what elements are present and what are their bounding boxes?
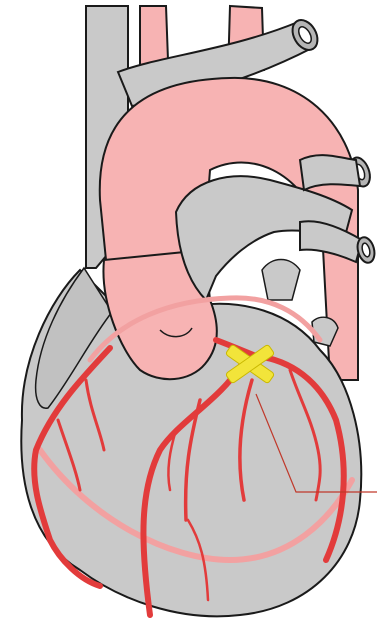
pulmonary-artery-upper (300, 155, 360, 190)
left-atrial-appendage (262, 260, 300, 301)
